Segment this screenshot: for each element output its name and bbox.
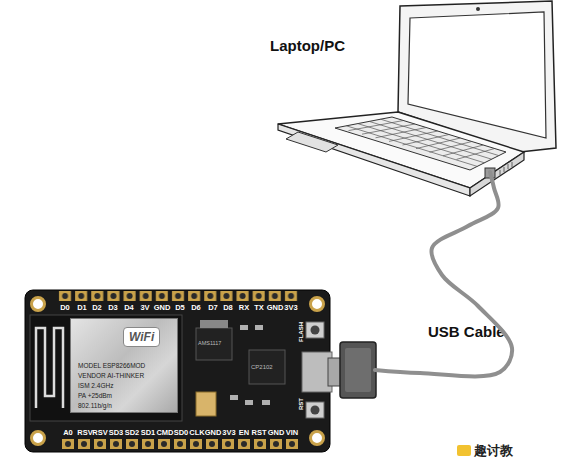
- pin-label: GND: [205, 429, 222, 437]
- laptop-vents: [508, 164, 509, 169]
- usb-uart-chip: [249, 350, 285, 384]
- module-marking: ISM 2.4GHz: [78, 383, 113, 390]
- keyboard-keys: [389, 131, 438, 141]
- regulator-chip: [196, 328, 232, 360]
- pin-label: D6: [191, 304, 201, 312]
- reset-button-cap: [311, 406, 320, 415]
- button-label: RST: [298, 398, 304, 410]
- wifi-module: WiFiMODEL ESP8266MOD VENDOR AI-THINKER ISM…: [70, 318, 178, 413]
- keyboard-keys: [416, 138, 460, 149]
- laptop-box: Laptop/PC: [275, 0, 558, 172]
- laptop-deck: [278, 112, 524, 188]
- pin-label: D0: [60, 304, 70, 312]
- flash-button: [306, 322, 324, 338]
- mounting-hole: [311, 432, 324, 445]
- pcb-antenna: [36, 328, 63, 408]
- module-marking: 802.11b/g/n: [78, 403, 112, 410]
- pin-label: VIN: [286, 429, 299, 437]
- mounting-hole: [32, 298, 45, 311]
- keyboard-keys: [430, 142, 472, 153]
- pin-label: RX: [239, 304, 249, 312]
- laptop-vents: [504, 167, 505, 172]
- capacitor: [196, 392, 216, 416]
- pin-label: 3V3: [222, 429, 235, 437]
- pin-label: GND: [268, 429, 285, 437]
- module-marking: VENDOR AI-THINKER: [78, 373, 144, 380]
- module-marking: MODEL ESP8266MOD: [78, 363, 145, 370]
- keyboard-keys: [349, 121, 404, 131]
- keyboard-keys: [369, 121, 491, 159]
- chip-marking: AMS1117: [198, 341, 221, 347]
- pin-label: RSV: [92, 429, 107, 437]
- laptop-illustration: [278, 1, 556, 196]
- laptop-screen: [408, 12, 546, 138]
- mounting-hole: [32, 432, 45, 445]
- laptop-vents: [512, 162, 513, 167]
- pin-label: D8: [223, 304, 233, 312]
- pin-label: D2: [92, 304, 102, 312]
- laptop-camera: [476, 7, 480, 11]
- pin-header: [60, 439, 300, 450]
- keyboard-keys: [346, 119, 498, 166]
- usb-plug-grip: [345, 348, 371, 392]
- mounting-hole: [311, 298, 324, 311]
- pin-label: D5: [175, 304, 185, 312]
- pin-label: A0: [63, 429, 73, 437]
- watermark: 趣讨教: [474, 444, 513, 457]
- keyboard-keys: [362, 124, 415, 134]
- pin-header: [57, 291, 299, 302]
- node-title: Laptop/PC: [270, 38, 345, 53]
- pin-label: TX: [254, 304, 264, 312]
- usb-plug-laptop: [485, 168, 495, 178]
- smd-part: [240, 325, 248, 330]
- laptop-vents: [500, 170, 501, 175]
- keyboard-keys: [403, 135, 450, 146]
- keyboard-keys: [457, 149, 495, 160]
- flash-button-cap: [311, 326, 320, 335]
- module-marking: PA +25dBm: [78, 393, 112, 400]
- pin-label: SD3: [109, 429, 124, 437]
- pin-label: CMD: [156, 429, 173, 437]
- reset-button: [306, 402, 324, 418]
- pin-label: 3V: [140, 304, 149, 312]
- keyboard-keys: [376, 128, 427, 138]
- edge-label: USB Cable: [428, 324, 505, 339]
- pin-label: GND: [267, 304, 284, 312]
- smd-part: [230, 395, 238, 400]
- smd-part: [245, 400, 253, 405]
- usb-plug-body: [340, 342, 376, 398]
- smd-part: [262, 400, 270, 405]
- keyboard-keys: [443, 145, 483, 156]
- chip-marking: CP2102: [251, 364, 273, 370]
- usb-cable: [375, 172, 512, 376]
- keyboard-keys: [346, 126, 477, 167]
- smd-part: [255, 325, 263, 330]
- watermark-icon: [457, 445, 471, 456]
- regulator-tab: [200, 320, 228, 328]
- pin-label: RSV: [77, 429, 92, 437]
- pin-label: RST: [252, 429, 267, 437]
- keyboard-keys: [381, 119, 499, 155]
- pin-label: CLK: [189, 429, 204, 437]
- pin-label: SD1: [141, 429, 156, 437]
- touchpad: [286, 132, 338, 152]
- module-pcb: [30, 315, 182, 421]
- laptop-vents: [500, 162, 512, 175]
- pin-label: SD2: [125, 429, 140, 437]
- pin-label: D7: [208, 304, 218, 312]
- wifi-logo: WiFi: [123, 327, 160, 347]
- pin-label: D4: [124, 304, 134, 312]
- pin-label: 3V3: [284, 304, 297, 312]
- nodemcu-board: [25, 290, 376, 452]
- pin-label: EN: [239, 429, 249, 437]
- pin-label: D3: [108, 304, 118, 312]
- pin-label: SD0: [174, 429, 189, 437]
- keyboard: [335, 117, 506, 170]
- button-label: FLASH: [298, 322, 304, 342]
- pin-label: GND: [154, 304, 171, 312]
- board-pcb: [25, 290, 330, 452]
- pin-label: D1: [77, 304, 87, 312]
